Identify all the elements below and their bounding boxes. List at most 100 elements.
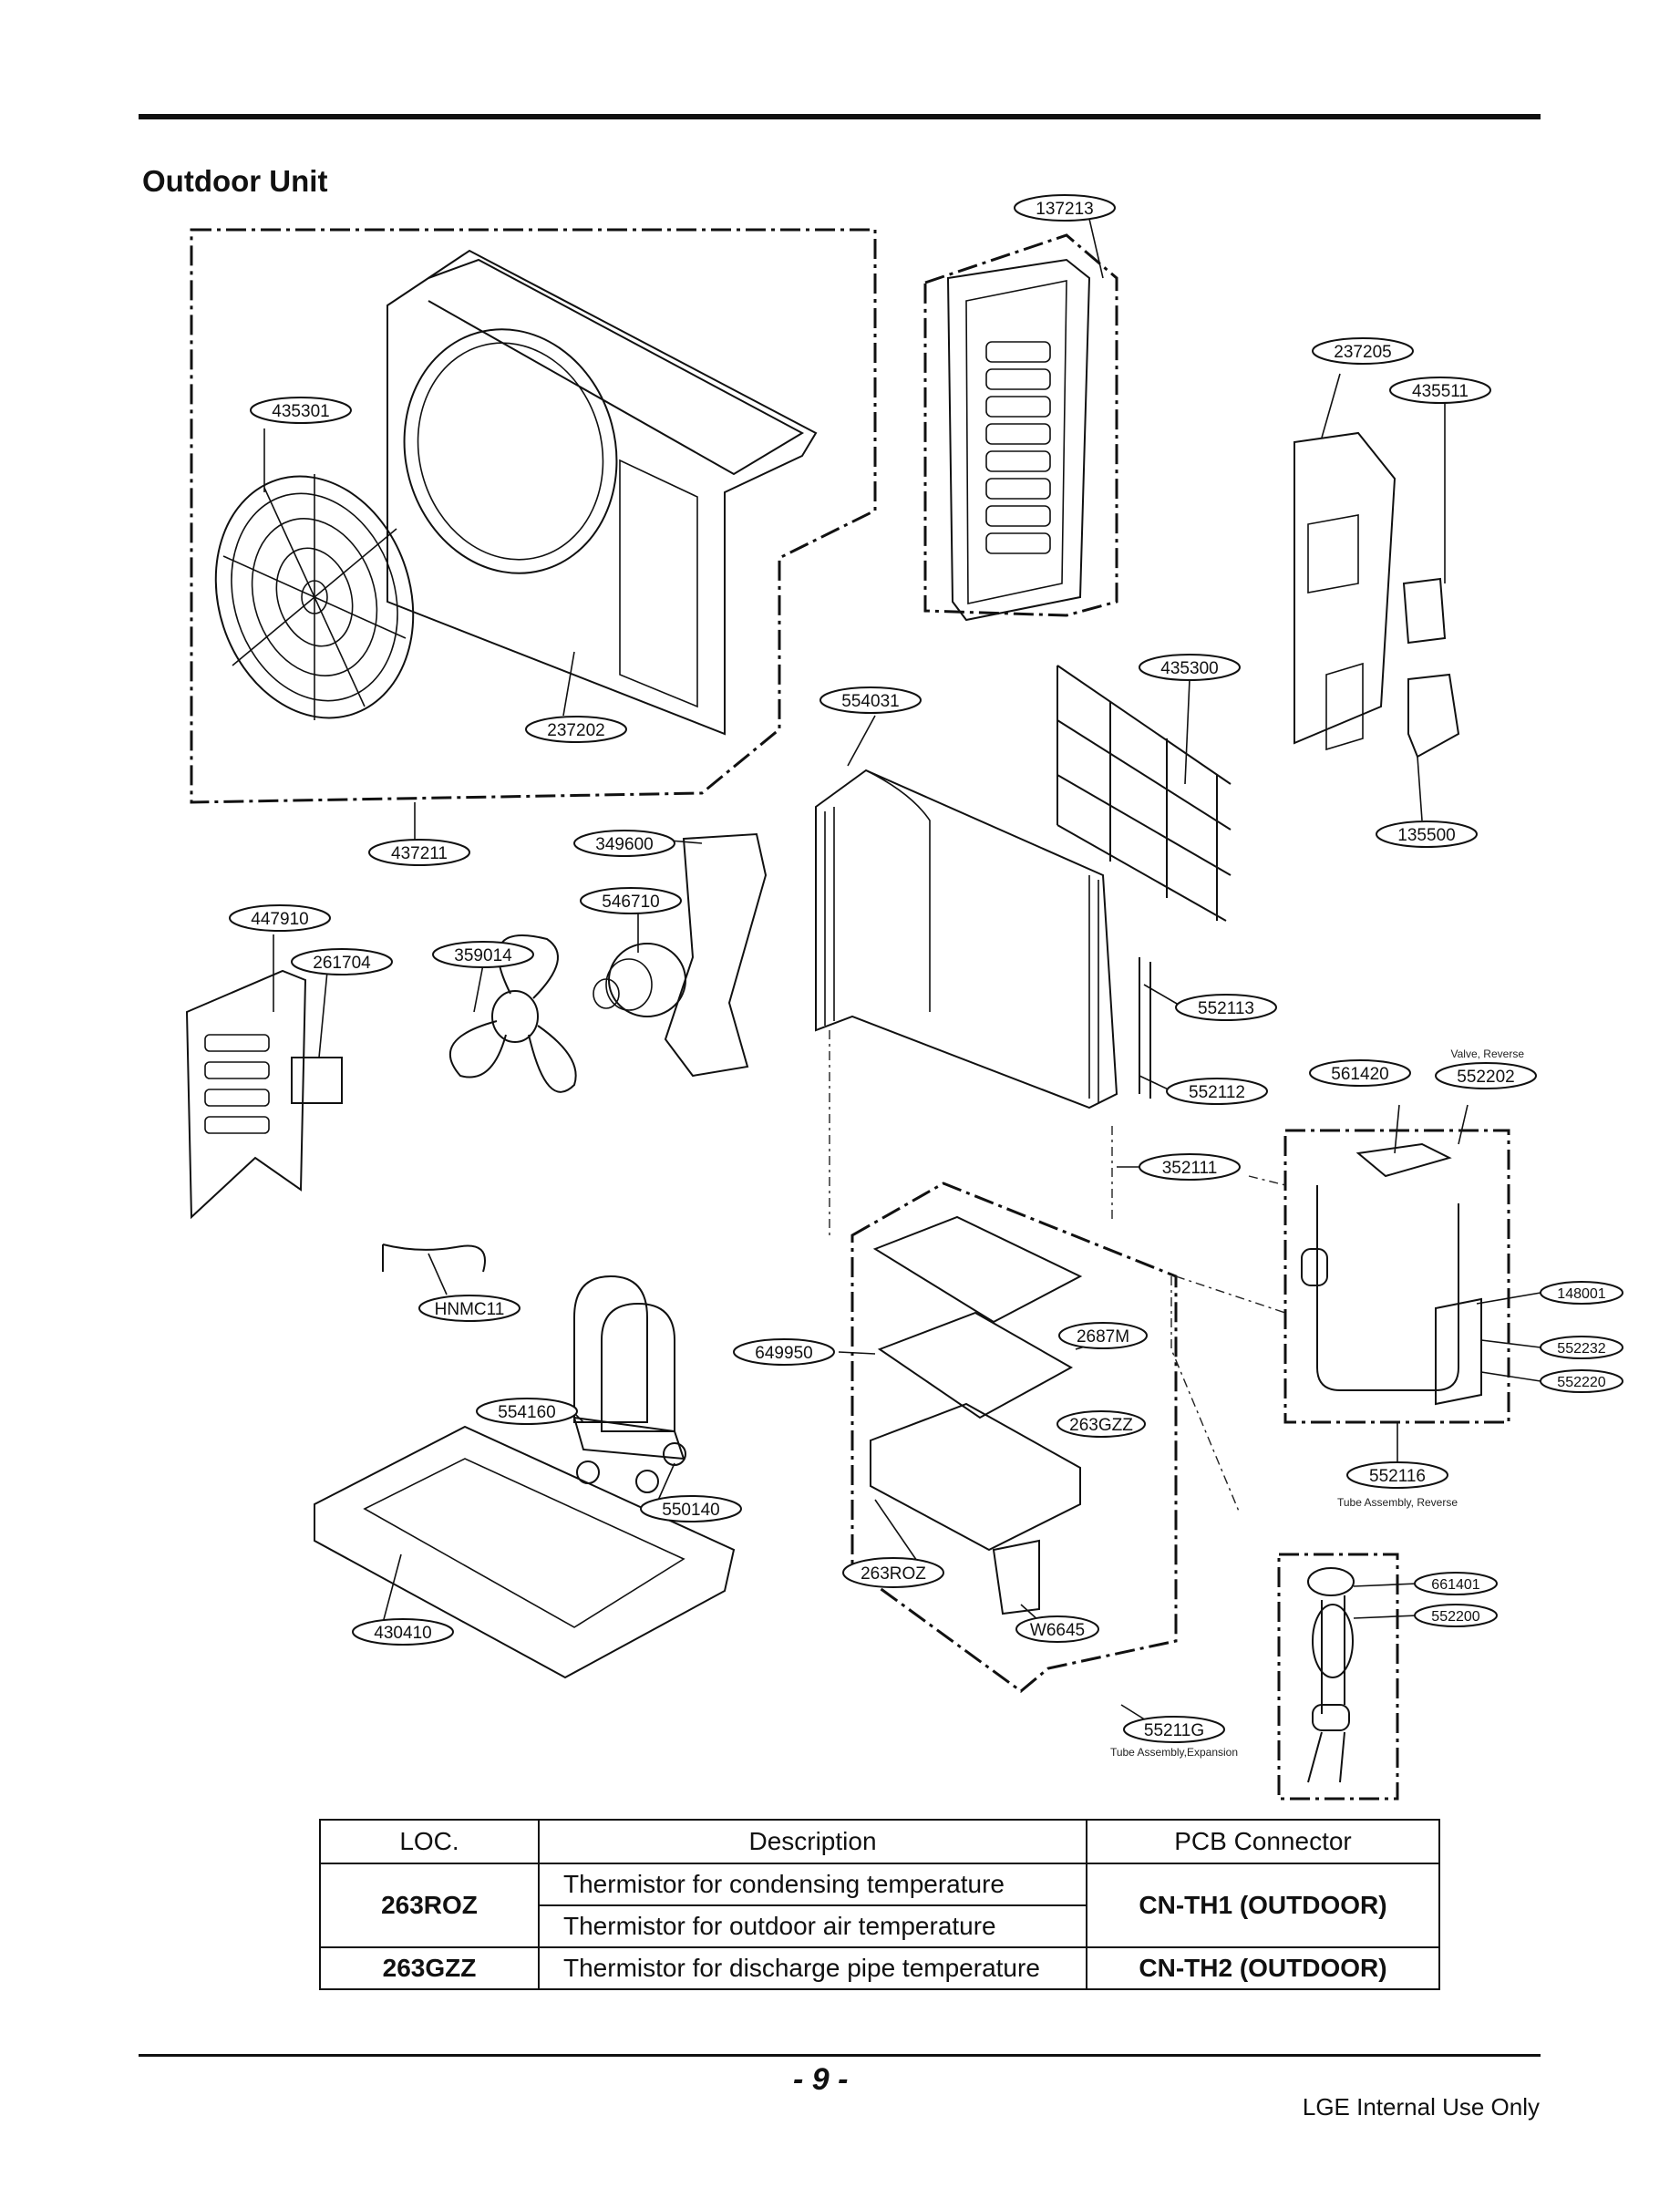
- connector-cell: CN-TH2 (OUTDOOR): [1086, 1946, 1440, 1990]
- main-pcb: [877, 1311, 1074, 1419]
- svg-text:552113: 552113: [1198, 999, 1254, 1018]
- svg-text:W6645: W6645: [1030, 1621, 1085, 1640]
- svg-text:435300: 435300: [1160, 659, 1218, 678]
- callout-349600: 349600: [573, 830, 675, 857]
- top-rule: [139, 114, 1541, 119]
- callout-661401: 661401: [1414, 1572, 1498, 1595]
- connector-cell: CN-TH1 (OUTDOOR): [1086, 1863, 1440, 1948]
- header-description: Description: [538, 1819, 1087, 1864]
- callout-w6645: W6645: [1015, 1615, 1099, 1643]
- callout-261704: 261704: [291, 948, 393, 975]
- leader-lines: [263, 218, 1541, 1729]
- svg-text:261704: 261704: [313, 954, 371, 973]
- assembly-guide-lines: [829, 1030, 1286, 1514]
- cabinet-panel: [387, 249, 818, 736]
- callout-554160: 554160: [476, 1398, 578, 1425]
- callout-263gzz: 263GZZ: [1056, 1410, 1146, 1438]
- svg-text:649950: 649950: [755, 1344, 812, 1363]
- table-row: Thermistor for outdoor air temperature: [320, 1904, 1439, 1948]
- svg-text:546710: 546710: [602, 893, 659, 912]
- callout-552113: 552113: [1175, 994, 1277, 1021]
- svg-text:552116: 552116: [1369, 1467, 1426, 1486]
- svg-text:HNMC11: HNMC11: [435, 1300, 505, 1319]
- expansion-tube-assembly: [1307, 1567, 1355, 1783]
- expansion-group-boundary: [1277, 1553, 1399, 1801]
- thermistor-table: LOC. Description PCB Connector 263ROZ Th…: [319, 1819, 1440, 1990]
- callout-561420: 561420: [1309, 1059, 1411, 1087]
- svg-text:263GZZ: 263GZZ: [1069, 1416, 1133, 1435]
- table-row: 263GZZ Thermistor for discharge pipe tem…: [319, 1946, 1440, 1990]
- svg-text:359014: 359014: [454, 946, 512, 965]
- cabinet-group-boundary: [190, 228, 877, 804]
- svg-text:55211G: 55211G: [1144, 1721, 1204, 1740]
- callout-554031: 554031: [819, 686, 922, 714]
- table-row: 263ROZ Thermistor for condensing tempera…: [319, 1863, 1440, 1948]
- callout-359014: 359014: [432, 941, 534, 968]
- reverse-valve-assembly: [1301, 1142, 1482, 1406]
- callout-430410: 430410: [352, 1618, 454, 1646]
- page-title: Outdoor Unit: [142, 164, 328, 198]
- svg-text:435511: 435511: [1412, 382, 1469, 401]
- svg-text:561420: 561420: [1331, 1065, 1388, 1084]
- table-header-row: LOC. Description PCB Connector: [319, 1819, 1440, 1864]
- footer-text: LGE Internal Use Only: [1302, 2093, 1540, 2121]
- svg-text:554031: 554031: [841, 692, 899, 711]
- svg-text:552112: 552112: [1189, 1083, 1245, 1102]
- callout-237205: 237205: [1312, 337, 1414, 365]
- svg-text:447910: 447910: [251, 910, 308, 929]
- svg-text:135500: 135500: [1397, 826, 1455, 845]
- svg-text:148001: 148001: [1557, 1286, 1605, 1302]
- callout-137213: 137213: [1014, 194, 1116, 222]
- note-valve-reverse: Valve, Reverse: [1451, 1048, 1525, 1060]
- control-case: [870, 1402, 1081, 1552]
- svg-text:352111: 352111: [1162, 1159, 1218, 1178]
- callout-552200: 552200: [1414, 1604, 1498, 1627]
- svg-text:2687M: 2687M: [1077, 1327, 1129, 1347]
- fan-motor: [608, 943, 686, 1017]
- description-cell: Thermistor for outdoor air temperature: [538, 1904, 1087, 1948]
- header-loc: LOC.: [319, 1819, 540, 1864]
- callout-55211g: 55211G: [1123, 1716, 1225, 1743]
- svg-text:661401: 661401: [1431, 1577, 1479, 1593]
- description-cell: Thermistor for discharge pipe temperatur…: [538, 1946, 1087, 1990]
- exploded-parts-diagram: 137213 435301 237205 435511 237202 55403…: [185, 194, 1623, 1801]
- callout-435511: 435511: [1389, 377, 1491, 404]
- side-panel-group-boundary: [923, 233, 1118, 617]
- callout-435300: 435300: [1139, 654, 1241, 681]
- callout-352111: 352111: [1139, 1153, 1241, 1181]
- callout-437211: 437211: [368, 839, 470, 866]
- callout-552232: 552232: [1540, 1336, 1623, 1359]
- svg-text:435301: 435301: [272, 402, 329, 421]
- condenser-coil: [815, 769, 1118, 1109]
- svg-text:437211: 437211: [391, 844, 448, 863]
- svg-text:554160: 554160: [498, 1403, 555, 1422]
- callout-552116: 552116: [1346, 1461, 1448, 1489]
- callout-263roz: 263ROZ: [842, 1557, 944, 1588]
- callout-237202: 237202: [525, 716, 627, 743]
- callout-550140: 550140: [640, 1495, 742, 1522]
- callout-135500: 135500: [1376, 820, 1478, 848]
- control-cover: [872, 1215, 1083, 1324]
- svg-text:552232: 552232: [1557, 1341, 1605, 1357]
- svg-text:430410: 430410: [374, 1624, 431, 1643]
- wire-harness: [382, 1244, 486, 1273]
- callout-552202: 552202: [1435, 1062, 1537, 1089]
- page-number: - 9 -: [793, 2062, 849, 2097]
- note-tube-expansion: Tube Assembly,Expansion: [1110, 1746, 1238, 1759]
- callout-2687m: 2687M: [1058, 1322, 1148, 1349]
- callout-447910: 447910: [229, 904, 331, 932]
- callout-552220: 552220: [1540, 1369, 1623, 1393]
- motor-bracket: [664, 832, 768, 1078]
- callout-552112: 552112: [1166, 1078, 1268, 1105]
- svg-text:237205: 237205: [1334, 343, 1391, 362]
- description-cell: Thermistor for condensing temperature: [538, 1863, 1087, 1906]
- callout-435301: 435301: [250, 397, 352, 424]
- callout-649950: 649950: [733, 1338, 835, 1366]
- barrier-panel: [185, 969, 307, 1220]
- svg-text:552200: 552200: [1431, 1609, 1479, 1625]
- note-tube-reverse: Tube Assembly, Reverse: [1337, 1496, 1458, 1509]
- callout-hnmc11: HNMC11: [418, 1295, 520, 1322]
- rear-grille: [1056, 665, 1232, 922]
- svg-text:550140: 550140: [662, 1501, 719, 1520]
- svg-text:237202: 237202: [547, 721, 604, 740]
